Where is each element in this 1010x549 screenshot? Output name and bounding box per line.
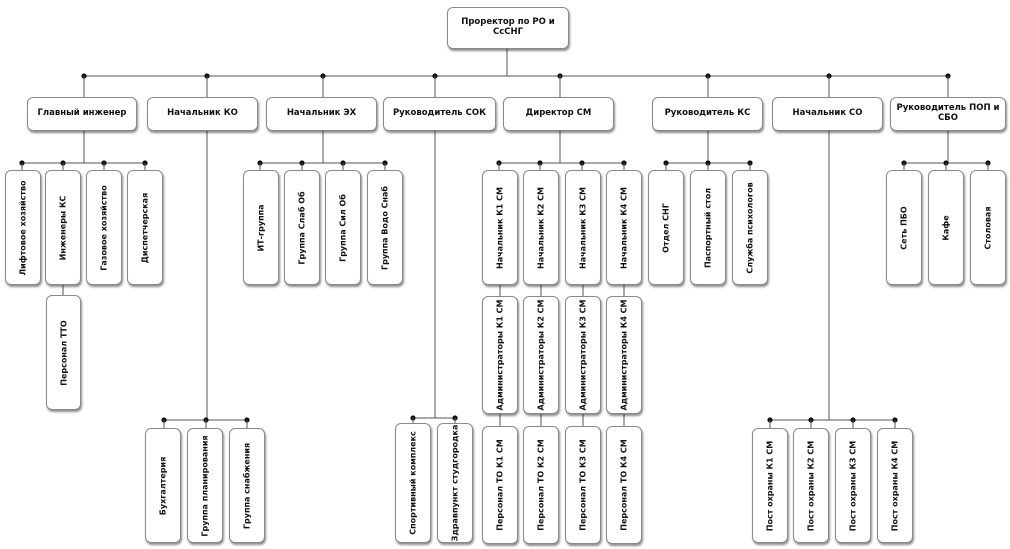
sub-unit-node: Бухгалтерия: [145, 428, 181, 543]
sub-unit-node: Группа снабжения: [229, 428, 265, 543]
dept-chief-engineer: Главный инженер: [27, 97, 137, 131]
unit-node: Сеть ПБО: [886, 170, 922, 285]
unit-node: Паспортный стол: [690, 170, 726, 285]
unit-node: Начальник К2 СМ: [523, 170, 559, 285]
dept-head-ko: Начальник КО: [147, 97, 258, 131]
unit-node: ИТ-группа: [243, 170, 279, 285]
staff-node: Персонал ТО К3 СМ: [565, 426, 601, 544]
sub-unit-node: Пост охраны К4 СМ: [877, 428, 913, 543]
dept-head-ks: Руководитель КС: [652, 97, 763, 131]
unit-node: Группа Слаб Об: [284, 170, 320, 285]
admin-node: Администраторы К1 СМ: [482, 296, 518, 414]
sub-unit-node: Персонал ТТО: [46, 295, 81, 410]
unit-node: Отдел СНГ: [648, 170, 684, 285]
sub-unit-node: Пост охраны К1 СМ: [752, 428, 788, 543]
dept-head-eh: Начальник ЭХ: [266, 97, 377, 131]
admin-node: Администраторы К2 СМ: [523, 296, 559, 414]
unit-node: Газовое хозяйство: [86, 170, 122, 285]
root-node: Проректор по РО и СсСНГ: [447, 7, 569, 49]
dept-head-sok: Руководитель СОК: [383, 97, 496, 131]
staff-node: Персонал ТО К1 СМ: [482, 426, 518, 544]
staff-node: Персонал ТО К2 СМ: [523, 426, 559, 544]
unit-node: Группа Водо Снаб: [367, 170, 403, 285]
unit-node: Начальник К4 СМ: [606, 170, 642, 285]
sub-unit-node: Пост охраны К2 СМ: [793, 428, 829, 543]
dept-director-sm: Директор СМ: [503, 97, 614, 131]
dept-head-so: Начальник СО: [772, 97, 883, 131]
unit-node: Кафе: [928, 170, 964, 285]
sub-unit-node: Спортивный комплекс: [395, 423, 431, 543]
admin-node: Администраторы К4 СМ: [606, 296, 642, 414]
unit-node: Диспетчерская: [127, 170, 163, 285]
sub-unit-node: Пост охраны К3 СМ: [835, 428, 871, 543]
unit-node: Группа Сил Об: [325, 170, 361, 285]
admin-node: Администраторы К3 СМ: [565, 296, 601, 414]
dept-head-pop-sbo: Руководитель ПОП и СБО: [890, 97, 1006, 131]
unit-node: Служба психологов: [732, 170, 768, 285]
sub-unit-node: Группа планирования: [187, 428, 223, 543]
unit-node: Начальник К1 СМ: [482, 170, 518, 285]
unit-node: Начальник К3 СМ: [565, 170, 601, 285]
unit-node: Лифтовое хозяйство: [5, 170, 41, 285]
unit-node: Столовая: [970, 170, 1006, 285]
unit-node: Инженеры КС: [45, 170, 81, 285]
staff-node: Персонал ТО К4 СМ: [606, 426, 642, 544]
sub-unit-node: Здравпункт студгородка: [437, 423, 473, 543]
